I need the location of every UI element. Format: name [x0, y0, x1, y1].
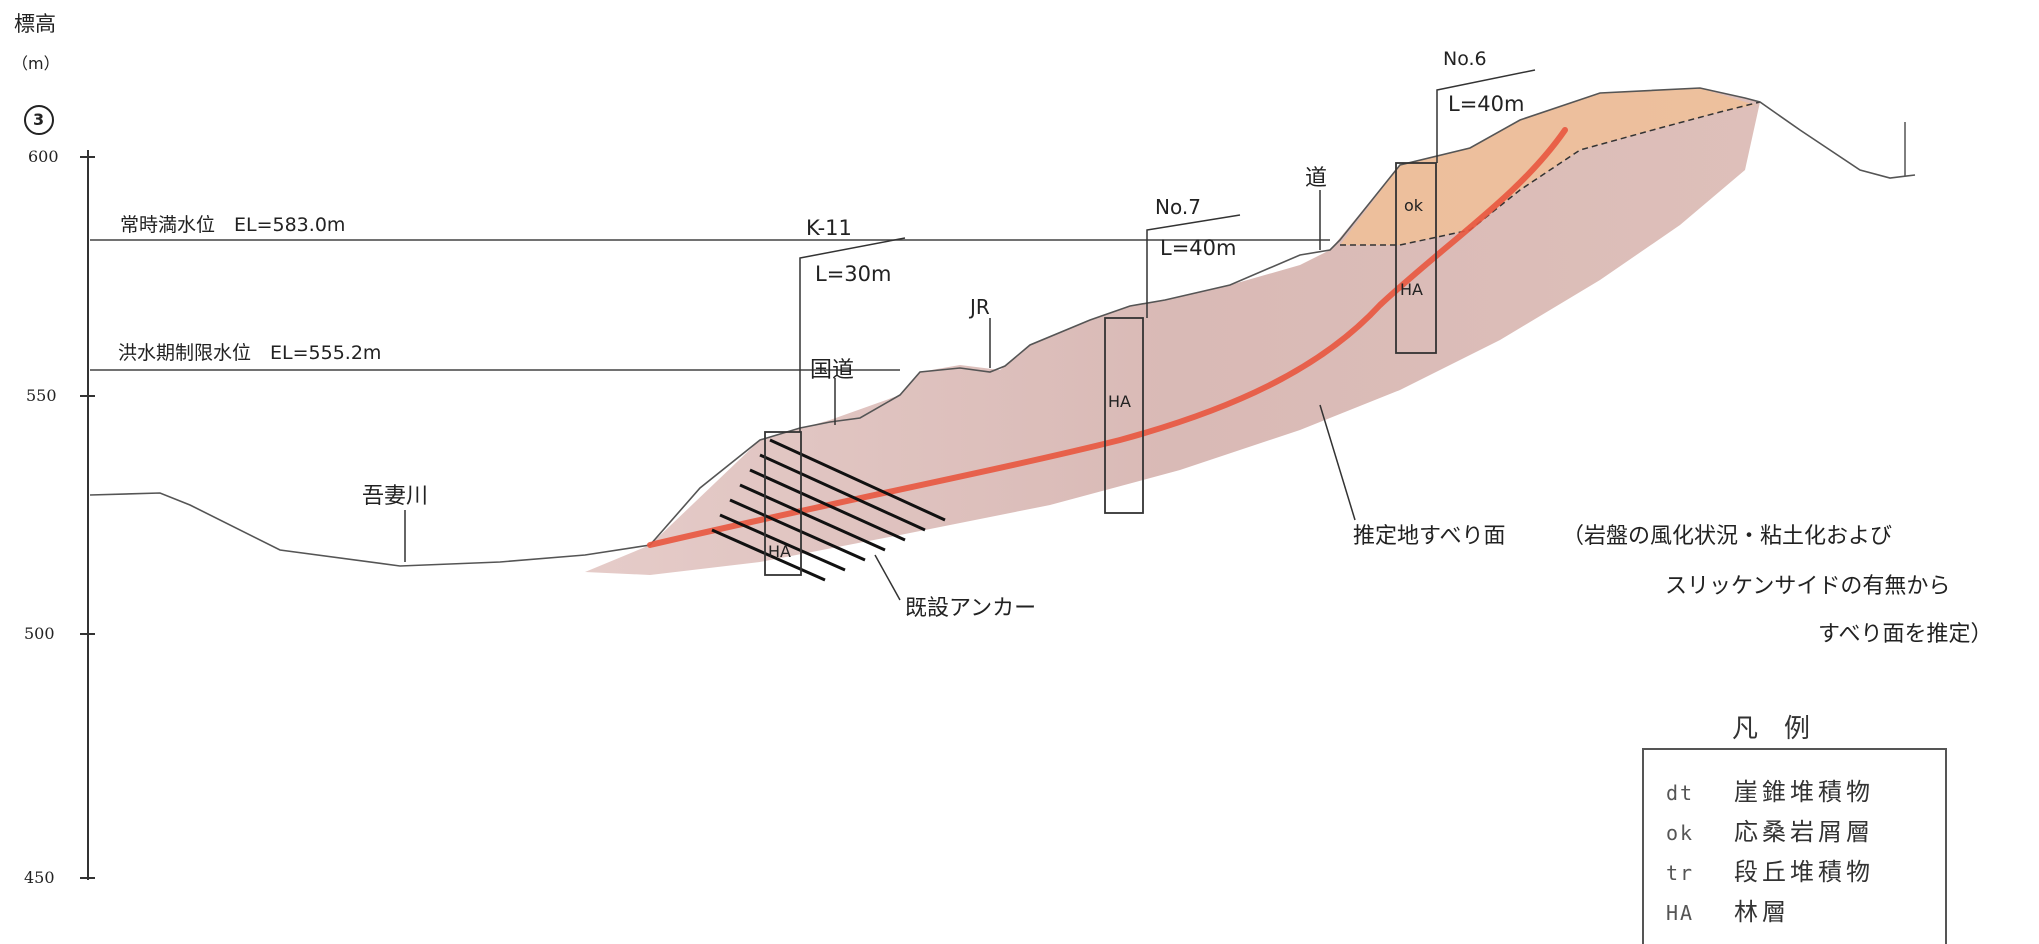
legend-code: ok [1666, 821, 1695, 845]
anchor-line [729, 498, 866, 562]
borehole-no6-name: No.6 [1443, 48, 1487, 70]
legend-label: 崖錐堆積物 [1734, 778, 1874, 806]
borehole-no7-layer: HA [1108, 392, 1131, 411]
railway-label: JR [970, 295, 990, 319]
legend-code: dt [1666, 781, 1695, 805]
slip-surface-line [647, 127, 1568, 548]
legend-item-dt: dt 崖錐堆積物 [1666, 772, 1874, 807]
tick-label-600: 600 [28, 147, 59, 166]
anchor-label: 既設アンカー [905, 596, 1037, 621]
borehole-no7-name: No.7 [1155, 195, 1201, 219]
axis-unit: （m） [12, 54, 60, 73]
borehole-no7 [1104, 317, 1144, 514]
ok-boundary-line [1340, 101, 1761, 246]
borehole-no6-upper-layer: ok [1404, 196, 1424, 215]
borehole-no7-length: L=40m [1160, 236, 1237, 260]
axis-title: 標高 [14, 12, 56, 36]
section-marker: 3 [33, 110, 45, 129]
anchor-leader [874, 554, 901, 601]
legend-item-tr: tr 段丘堆積物 [1666, 852, 1874, 887]
no6-leader [1436, 69, 1536, 163]
legend-label: 応桑岩屑層 [1734, 818, 1874, 846]
legend-item-ha: HA 林層 [1666, 892, 1790, 927]
legend-code: HA [1666, 901, 1695, 925]
slope-body [585, 88, 1760, 575]
borehole-no6-length: L=40m [1448, 92, 1525, 116]
river-label: 吾妻川 [362, 484, 429, 509]
borehole-k11-layer: HA [768, 542, 791, 561]
anchor-line [719, 513, 846, 572]
slip-note-line1: （岩盤の風化状況・粘土化および [1562, 524, 1893, 549]
anchor-line [769, 438, 946, 522]
k11-leader [799, 237, 906, 432]
legend-code: tr [1666, 861, 1695, 885]
ground-surface-line [89, 87, 1916, 567]
flood-water-level-label: 洪水期制限水位 EL=555.2m [118, 342, 382, 364]
section-marker-circle [24, 105, 54, 135]
anchor-line [759, 453, 926, 532]
anchor-line [749, 468, 906, 542]
slip-surface-label: 推定地すべり面 [1353, 524, 1506, 549]
legend-label: 段丘堆積物 [1734, 858, 1874, 886]
no7-leader [1146, 214, 1241, 318]
national-road-label: 国道 [810, 358, 855, 383]
ok-layer [1340, 88, 1755, 245]
slip-note-line3: すべり面を推定） [1818, 622, 1993, 647]
borehole-no6-layer: HA [1400, 280, 1423, 299]
borehole-no6 [1395, 162, 1437, 354]
anchor-line [711, 528, 826, 582]
tick-label-550: 550 [26, 386, 57, 405]
legend-box: dt 崖錐堆積物 ok 応桑岩屑層 tr 段丘堆積物 HA 林層 [1642, 748, 1947, 944]
normal-water-level-label: 常時満水位 EL=583.0m [120, 214, 346, 236]
slip-note-line2: スリッケンサイドの有無から [1665, 574, 1951, 599]
legend-label: 林層 [1734, 898, 1790, 926]
legend-title: 凡 例 [1732, 714, 1811, 744]
borehole-k11-length: L=30m [815, 262, 892, 286]
borehole-k11 [764, 431, 802, 576]
borehole-k11-name: K-11 [806, 216, 852, 240]
slip-leader [1319, 404, 1356, 521]
road-label: 道 [1305, 166, 1328, 191]
legend-item-ok: ok 応桑岩屑層 [1666, 812, 1874, 847]
tick-label-450: 450 [24, 868, 55, 887]
tick-label-500: 500 [24, 624, 55, 643]
